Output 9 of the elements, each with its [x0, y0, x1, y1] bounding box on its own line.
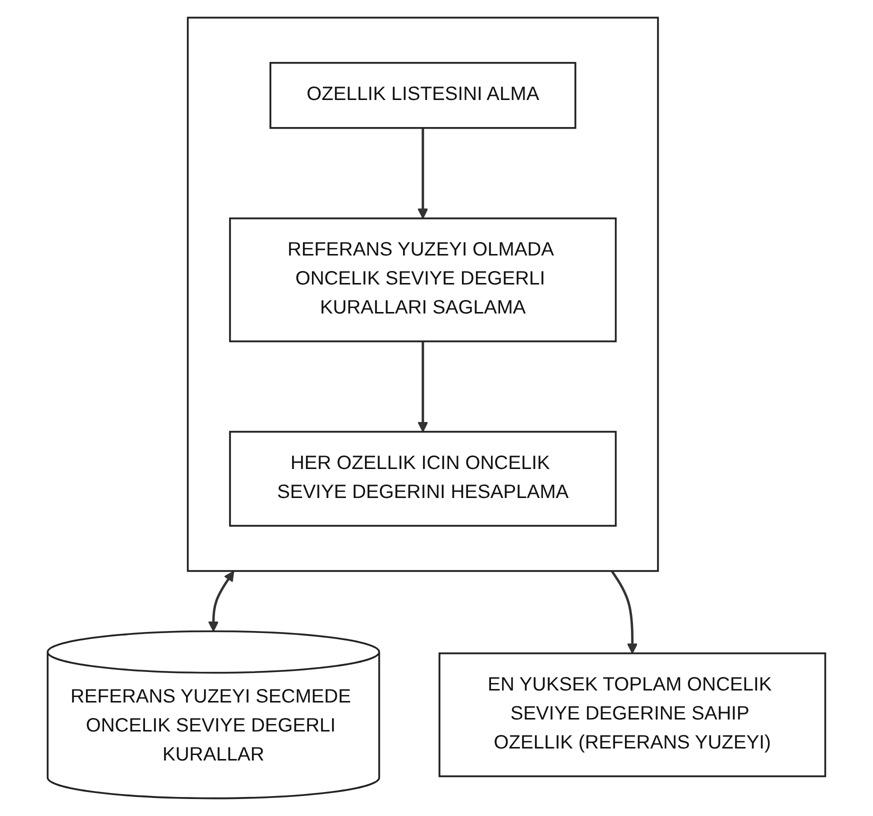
arrow	[418, 128, 428, 219]
node-box: EN YUKSEK TOPLAM ONCELIK SEVIYE DEGERINE SAHIP OZELLIK (REFERANS YUZEYI)	[438, 652, 826, 778]
arrow	[418, 341, 428, 432]
arrow	[208, 570, 234, 632]
node-box: REFERANS YUZEYI OLMADA ONCELIK SEVIYE DEGERLI KURALLARI SAGLAMA	[229, 217, 617, 342]
node-box: HER OZELLIK ICIN ONCELIK SEVIYE DEGERINI HESAPLAMA	[229, 430, 617, 527]
cluster	[186, 16, 659, 572]
node-box: OZELLIK LISTESINI ALMA	[270, 62, 576, 129]
arrow	[610, 570, 638, 654]
